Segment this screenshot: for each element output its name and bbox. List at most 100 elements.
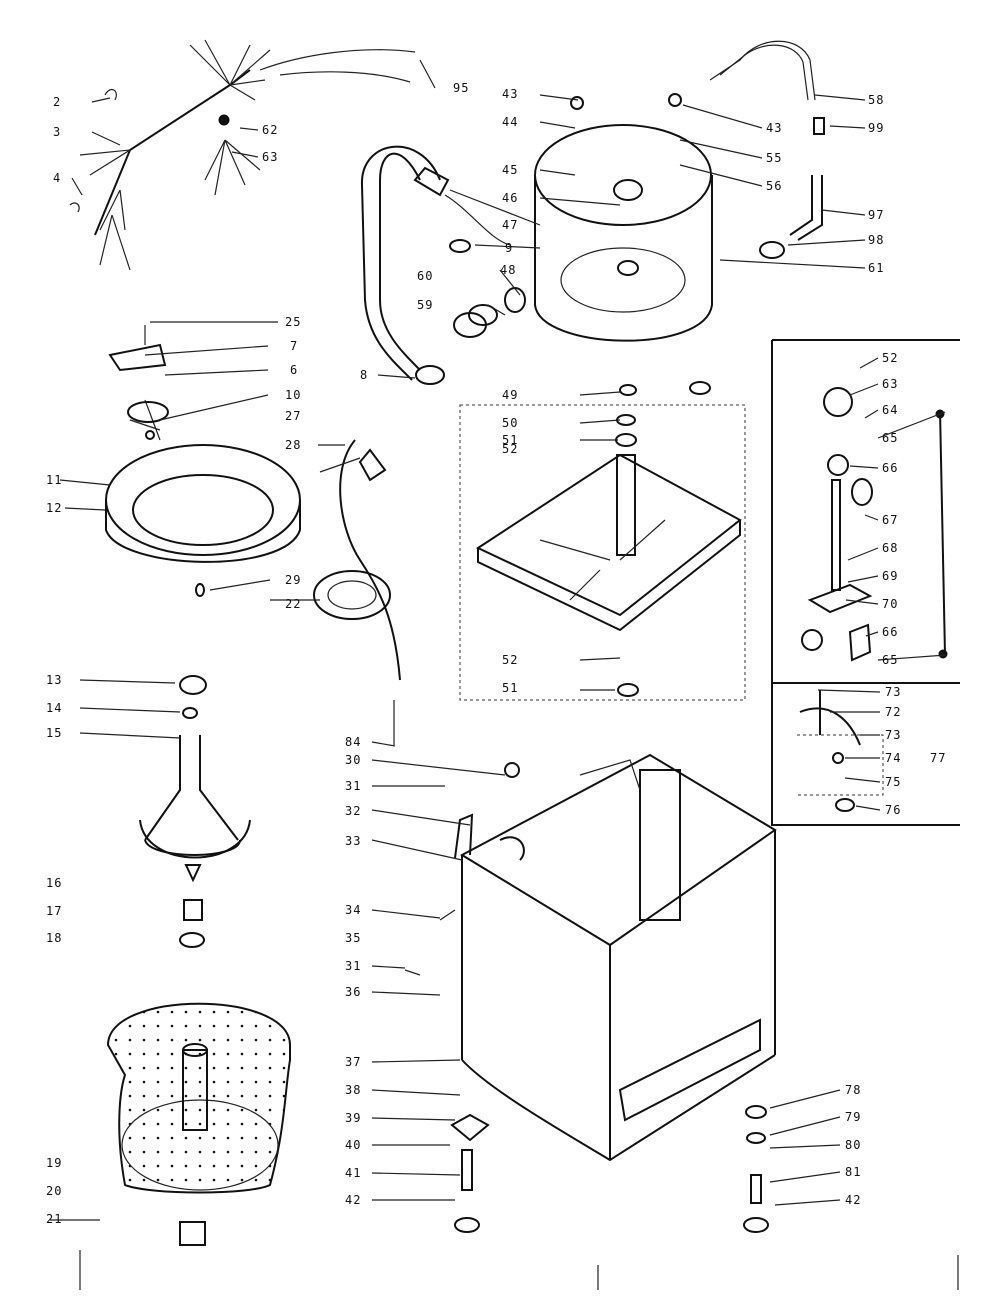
part-label: 22: [285, 597, 301, 611]
part-label: 66: [882, 625, 898, 639]
part-label: 29: [285, 573, 301, 587]
part-label: 15: [46, 726, 62, 740]
part-label: 80: [845, 1138, 861, 1152]
part-label: 16: [46, 876, 62, 890]
part-label: 28: [285, 438, 301, 452]
part-label: 67: [882, 513, 898, 527]
part-label: 74: [885, 751, 901, 765]
pump-assembly: [313, 439, 401, 681]
part-label: 43: [502, 87, 518, 101]
part-label: 61: [868, 261, 884, 275]
part-label: 13: [46, 673, 62, 687]
part-label: 32: [345, 804, 361, 818]
part-label: 40: [345, 1138, 361, 1152]
part-label: 4: [53, 171, 61, 185]
part-label: 42: [345, 1193, 361, 1207]
part-label: 12: [46, 501, 62, 515]
part-label: 8: [360, 368, 368, 382]
part-label: 56: [766, 179, 782, 193]
part-label: 27: [285, 409, 301, 423]
part-label: 73: [885, 728, 901, 742]
part-label: 37: [345, 1055, 361, 1069]
part-label: 11: [46, 473, 62, 487]
part-label: 52: [502, 653, 518, 667]
part-label: 97: [868, 208, 884, 222]
part-label: 35: [345, 931, 361, 945]
part-label: 78: [845, 1083, 861, 1097]
wash-basket: [106, 1002, 291, 1246]
part-label: 34: [345, 903, 361, 917]
part-label: 31: [345, 779, 361, 793]
part-label: 63: [882, 377, 898, 391]
part-label: 81: [845, 1165, 861, 1179]
part-label: 76: [885, 803, 901, 817]
part-label: 41: [345, 1166, 361, 1180]
part-label: 2: [53, 95, 61, 109]
transmission-base: [459, 381, 746, 701]
suspension-inset: [771, 339, 960, 826]
part-label: 14: [46, 701, 62, 715]
agitator: [139, 675, 251, 948]
part-label: 65: [882, 653, 898, 667]
part-label: 18: [46, 931, 62, 945]
tub-ring: [105, 399, 301, 563]
part-label: 3: [53, 125, 61, 139]
part-label: 46: [502, 191, 518, 205]
part-label: 58: [868, 93, 884, 107]
part-label: 98: [868, 233, 884, 247]
part-label: 50: [502, 416, 518, 430]
part-label: 48: [500, 263, 516, 277]
part-label: 45: [502, 163, 518, 177]
part-label: 31: [345, 959, 361, 973]
part-label: 66: [882, 461, 898, 475]
part-label: 43: [766, 121, 782, 135]
part-label: 30: [345, 753, 361, 767]
leader-lines: [50, 59, 947, 1221]
part-label: 51: [502, 433, 518, 447]
part-label: 77: [930, 751, 946, 765]
part-label: 52: [502, 442, 518, 456]
part-label: 55: [766, 151, 782, 165]
drain-hose: [360, 145, 511, 385]
small-parts: [108, 239, 526, 976]
part-label: 72: [885, 705, 901, 719]
part-label: 95: [453, 81, 469, 95]
part-label: 7: [290, 339, 298, 353]
part-label: 79: [845, 1110, 861, 1124]
part-label: 64: [882, 403, 898, 417]
part-label: 42: [845, 1193, 861, 1207]
part-label: 60: [417, 269, 433, 283]
part-label: 68: [882, 541, 898, 555]
part-label: 33: [345, 834, 361, 848]
part-label: 49: [502, 388, 518, 402]
part-label: 21: [46, 1212, 62, 1226]
washer-cabinet: [459, 753, 777, 1162]
part-label: 9: [505, 241, 513, 255]
part-label: 39: [345, 1111, 361, 1125]
part-label: 19: [46, 1156, 62, 1170]
part-label: 59: [417, 298, 433, 312]
part-label: 20: [46, 1184, 62, 1198]
outer-tub: [534, 93, 713, 342]
part-label: 36: [345, 985, 361, 999]
part-label: 73: [885, 685, 901, 699]
part-label: 62: [262, 123, 278, 137]
part-labels: 2 3 4 95 62 63 43 44 45 46 47 9 48 60 59…: [46, 81, 946, 1226]
part-label: 99: [868, 121, 884, 135]
part-label: 44: [502, 115, 518, 129]
part-label: 10: [285, 388, 301, 402]
part-label: 52: [882, 351, 898, 365]
part-label: 51: [502, 681, 518, 695]
part-label: 70: [882, 597, 898, 611]
part-label: 63: [262, 150, 278, 164]
part-label: 65: [882, 431, 898, 445]
wiring-harness: [69, 39, 416, 271]
part-label: 75: [885, 775, 901, 789]
part-label: 25: [285, 315, 301, 329]
part-label: 6: [290, 363, 298, 377]
leveling-legs: [450, 1105, 769, 1233]
inlet-hose: [709, 40, 825, 259]
part-label: 69: [882, 569, 898, 583]
